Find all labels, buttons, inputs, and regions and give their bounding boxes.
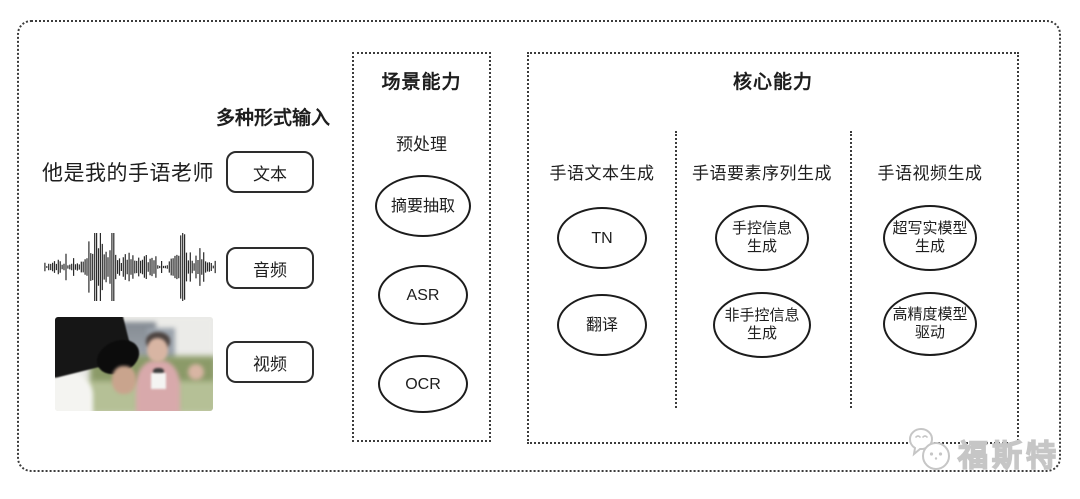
- ocr-node: OCR: [378, 355, 468, 413]
- summary-extraction-label: 摘要抽取: [390, 197, 455, 215]
- translation-node: 翻译: [557, 294, 647, 356]
- watermark-text: 福斯特: [957, 439, 1060, 473]
- high-precision-model-label-line2: 驱动: [914, 324, 945, 341]
- high-precision-model-label-line1: 高精度模型: [892, 306, 968, 323]
- preprocess-label: 预处理: [396, 135, 447, 154]
- manual-features-node: 手控信息 生成: [715, 205, 809, 271]
- text-input-node: 文本: [226, 151, 314, 193]
- non-manual-features-node: 非手控信息 生成: [713, 292, 811, 358]
- non-manual-features-label-line2: 生成: [746, 325, 777, 342]
- column-divider-2: [850, 131, 852, 408]
- tn-node: TN: [557, 207, 647, 269]
- watermark-logo-icon: [909, 428, 950, 470]
- video-input-node: 视频: [226, 341, 314, 383]
- column-header-sign-text: 手语文本生成: [549, 164, 655, 183]
- column-divider-1: [675, 131, 677, 408]
- photo-cameraman-hand: [111, 365, 136, 395]
- photo-microphone: [151, 373, 166, 390]
- text-input-label: 文本: [253, 164, 287, 184]
- core-capability-box: 核心能力 手语文本生成 手语要素序列生成 手语视频生成 TN 翻译 手控信息 生…: [527, 52, 1019, 444]
- photo-microphone-cap: [152, 367, 164, 376]
- video-input-label: 视频: [253, 354, 287, 374]
- core-capability-title: 核心能力: [732, 72, 813, 93]
- high-precision-model-node: 高精度模型 驱动: [883, 292, 977, 356]
- photo-reporter-head: [147, 337, 168, 363]
- sample-text: 他是我的手语老师: [42, 162, 214, 185]
- watermark: 福斯特: [888, 425, 1063, 475]
- audio-input-label: 音频: [253, 260, 287, 280]
- hyperrealistic-model-label-line1: 超写实模型: [892, 220, 968, 237]
- column-header-sign-video: 手语视频生成: [877, 164, 983, 183]
- hyperrealistic-model-node: 超写实模型 生成: [883, 205, 977, 271]
- scene-capability-box: 场景能力 预处理 摘要抽取 ASR OCR: [352, 52, 491, 442]
- video-thumbnail: [55, 317, 213, 411]
- translation-label: 翻译: [585, 316, 618, 334]
- manual-features-label-line2: 生成: [746, 238, 777, 255]
- manual-features-label-line1: 手控信息: [731, 220, 792, 237]
- audio-input-node: 音频: [226, 247, 314, 289]
- tn-label: TN: [591, 229, 613, 247]
- input-section-label: 多种形式输入: [215, 108, 330, 129]
- diagram-frame: [17, 20, 1061, 472]
- column-header-sign-elements: 手语要素序列生成: [692, 164, 832, 183]
- summary-extraction-node: 摘要抽取: [375, 175, 471, 237]
- scene-capability-title: 场景能力: [381, 72, 462, 93]
- non-manual-features-label-line1: 非手控信息: [724, 307, 800, 324]
- audio-waveform: [44, 233, 216, 301]
- ocr-label: OCR: [405, 375, 441, 393]
- asr-label: ASR: [406, 286, 440, 304]
- hyperrealistic-model-label-line2: 生成: [914, 238, 945, 255]
- asr-node: ASR: [378, 265, 468, 325]
- photo-cameraman-shoulder: [55, 371, 93, 411]
